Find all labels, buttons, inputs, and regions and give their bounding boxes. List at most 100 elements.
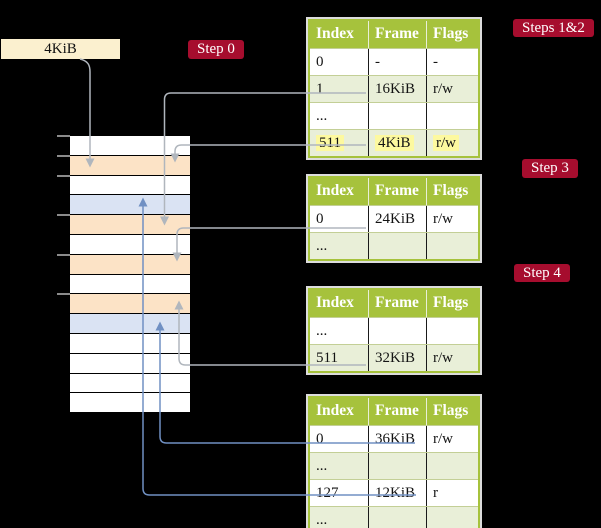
table-cell: -: [368, 49, 426, 75]
memory-frame-row-9: [70, 294, 190, 315]
badge-steps-1-2: Steps 1&2: [513, 19, 594, 37]
cell-text: ...: [316, 512, 328, 528]
table-cell: ...: [310, 453, 368, 479]
frame-size-text: 4KiB: [44, 41, 77, 57]
table-row: ...: [310, 506, 478, 528]
table-row: 1 16KiB r/w: [310, 75, 478, 102]
table-cell: 127: [310, 480, 368, 506]
table-cell: 16KiB: [368, 76, 426, 102]
table-cell: r: [426, 480, 478, 506]
column-header-frame: Frame: [368, 21, 426, 48]
cell-text: r/w: [433, 81, 453, 97]
memory-frame-row-4: [70, 195, 190, 216]
table-cell: r/w: [426, 426, 478, 452]
cell-text: 16KiB: [375, 81, 416, 97]
column-header-frame: Frame: [368, 398, 426, 425]
table-cell: 1: [310, 76, 368, 102]
cell-text: 36KiB: [375, 431, 416, 447]
badge-step-4: Step 4: [514, 264, 570, 282]
cell-text: r/w: [433, 350, 453, 366]
column-header-index: Index: [316, 294, 354, 311]
memory-frame-row-14: [70, 393, 190, 414]
cell-text: ...: [316, 458, 328, 474]
column-header-index: Index: [316, 182, 354, 199]
table-cell: -: [426, 49, 478, 75]
highlighted-cell-text: 511: [316, 135, 344, 151]
memory-frame-row-11: [70, 333, 190, 354]
table-cell: 32KiB: [368, 345, 426, 371]
table-cell: 0: [310, 49, 368, 75]
cell-text: 32KiB: [375, 350, 416, 366]
memory-frame-row-3: [70, 175, 190, 196]
table-cell: 0: [310, 426, 368, 452]
table-cell: [426, 233, 478, 259]
table-cell: [426, 103, 478, 129]
cell-text: r: [433, 485, 438, 501]
table-cell: ...: [310, 233, 368, 259]
table-cell: [368, 233, 426, 259]
table-cell: 0: [310, 206, 368, 232]
column-header-frame: Frame: [368, 290, 426, 317]
table-cell: [368, 453, 426, 479]
cell-text: 12KiB: [375, 485, 416, 501]
cell-text: 1: [316, 81, 324, 97]
memory-frame-row-6: [70, 234, 190, 255]
table-cell: r/w: [426, 130, 478, 156]
cell-text: 24KiB: [375, 211, 416, 227]
column-header-flags: Flags: [426, 21, 478, 48]
table-cell: ...: [310, 318, 368, 344]
cell-text: ...: [316, 108, 328, 124]
memory-tick: [57, 254, 70, 256]
table-row: 0 36KiB r/w: [310, 425, 478, 452]
memory-tick: [57, 155, 70, 157]
column-header-index: Index: [316, 402, 354, 419]
table-cell: [426, 318, 478, 344]
column-header-frame: Frame: [368, 178, 426, 205]
table-cell: ...: [310, 103, 368, 129]
column-header-flags: Flags: [426, 290, 478, 317]
column-header-flags: Flags: [426, 178, 478, 205]
cell-text: ...: [316, 323, 328, 339]
memory-tick: [57, 175, 70, 177]
cell-text: 511: [316, 350, 338, 366]
table-row: 127 12KiB r: [310, 479, 478, 506]
cell-text: ...: [316, 238, 328, 254]
table-cell: r/w: [426, 206, 478, 232]
table-cell: [368, 103, 426, 129]
cell-text: r/w: [433, 211, 453, 227]
table-row: 511 32KiB r/w: [310, 344, 478, 371]
table-row: 0 24KiB r/w: [310, 205, 478, 232]
memory-tick: [57, 293, 70, 295]
table-row: ...: [310, 232, 478, 259]
memory-frame-row-2: [70, 155, 190, 176]
cell-text: 0: [316, 431, 324, 447]
cell-text: 0: [316, 211, 324, 227]
table-row: ...: [310, 317, 478, 344]
table-cell: [426, 507, 478, 528]
memory-frame-row-8: [70, 274, 190, 295]
column-header-flags: Flags: [426, 398, 478, 425]
badge-step-0: Step 0: [188, 40, 244, 59]
table-cell: [368, 507, 426, 528]
table-cell: r/w: [426, 345, 478, 371]
table-row: 0--: [310, 48, 478, 75]
table-row: ...: [310, 452, 478, 479]
table-cell: [426, 453, 478, 479]
table-cell: 4KiB: [368, 130, 426, 156]
memory-column: [70, 136, 190, 414]
table-cell: 511: [310, 130, 368, 156]
memory-tick: [57, 214, 70, 216]
table-cell: [368, 318, 426, 344]
memory-frame-row-1: [70, 136, 190, 156]
cell-text: 127: [316, 485, 339, 501]
cell-text: r/w: [433, 431, 453, 447]
